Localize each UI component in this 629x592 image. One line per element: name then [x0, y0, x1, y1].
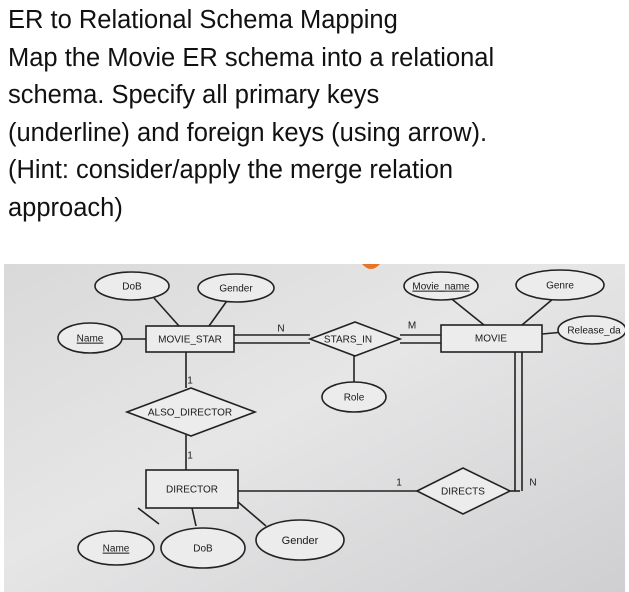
- label-star-dob: DoB: [122, 282, 142, 293]
- attr-oval-star-name: [57, 322, 123, 354]
- question-line-1: ER to Relational Schema Mapping: [8, 6, 398, 34]
- line-director-dob: [191, 507, 197, 527]
- label-genre: Genre: [546, 281, 574, 292]
- label-director-gender: Gender: [282, 535, 319, 547]
- orange-mark: [362, 264, 380, 269]
- question-line-5: (Hint: consider/apply the merge relation: [8, 156, 454, 185]
- attr-oval-role: [321, 381, 387, 413]
- label-release-date: Release_da: [567, 326, 621, 337]
- rel-diamond-stars-in: [307, 321, 403, 357]
- attr-oval-release-date: [557, 315, 625, 345]
- er-diagram-photo: DoB Gender Name Movie_name Genre Release…: [4, 264, 625, 592]
- label-movie-name: Movie_name: [412, 282, 470, 293]
- entity-box-movie: [440, 324, 543, 353]
- attr-oval-movie-name: [403, 271, 479, 301]
- question-line-3: schema. Specify all primary keys: [8, 81, 380, 110]
- card-directs-movie: N: [529, 478, 536, 489]
- rel-diamond-also-director: [124, 387, 258, 437]
- card-also-director-star: 1: [187, 376, 193, 387]
- entity-box-director: [145, 469, 239, 509]
- card-also-director-director: 1: [187, 451, 193, 462]
- card-directs-director: 1: [396, 478, 402, 489]
- attr-oval-star-dob: [94, 271, 170, 301]
- label-entity-director: DIRECTOR: [166, 485, 218, 496]
- card-stars-in-star: N: [277, 324, 284, 335]
- label-role: Role: [344, 393, 365, 404]
- label-star-gender: Gender: [219, 284, 253, 295]
- question-line-2: Map the Movie ER schema into a relationa…: [8, 43, 495, 72]
- label-star-name: Name: [77, 334, 104, 345]
- label-rel-directs: DIRECTS: [441, 487, 485, 498]
- attr-oval-star-gender: [197, 273, 275, 303]
- rel-diamond-directs: [415, 467, 512, 515]
- line-star-gender: [208, 297, 230, 327]
- line-star-dob: [153, 297, 180, 327]
- entity-box-movie-star: [145, 325, 235, 353]
- label-director-name: Name: [103, 544, 130, 555]
- line-director-name: [137, 507, 160, 525]
- question-line-4: (underline) and foreign keys (using arro…: [8, 118, 488, 147]
- line-movie-genre: [521, 297, 555, 326]
- attr-oval-director-dob: [160, 527, 246, 569]
- question-text: ER to Relational Schema Mapping Map the …: [8, 2, 620, 228]
- label-director-dob: DoB: [193, 544, 213, 555]
- attr-oval-director-gender: [255, 519, 345, 561]
- line-director-gender: [237, 501, 267, 527]
- label-rel-also-director: ALSO_DIRECTOR: [148, 408, 232, 419]
- attr-oval-genre: [515, 269, 605, 301]
- card-stars-in-movie: M: [408, 321, 416, 332]
- shadow-bottom-right: [516, 576, 625, 592]
- line-movie-moviename: [447, 295, 485, 326]
- label-rel-stars-in: STARS_IN: [324, 335, 372, 346]
- attr-oval-director-name: [77, 530, 155, 566]
- label-entity-movie: MOVIE: [475, 334, 508, 345]
- question-line-6: approach): [8, 193, 123, 222]
- label-entity-movie-star: MOVIE_STAR: [158, 335, 222, 346]
